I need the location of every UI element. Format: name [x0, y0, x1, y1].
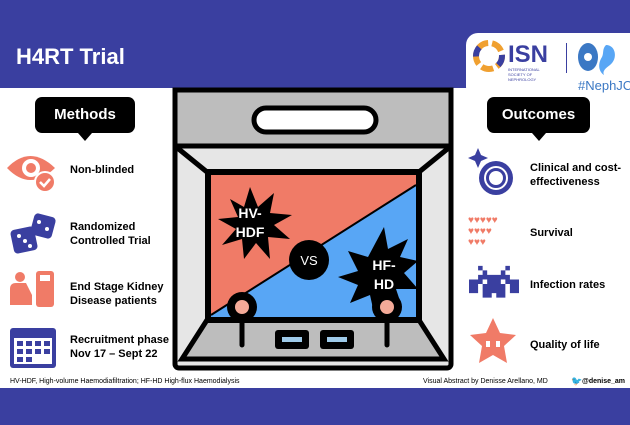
- coin-sparkle-icon: [468, 148, 513, 195]
- coin-slot: [251, 105, 379, 135]
- kidney-icon: [578, 43, 615, 75]
- hf-label: HF-: [372, 257, 396, 273]
- isn-subtitle: INTERNATIONAL SOCIETY OF NEPHROLOGY: [508, 67, 540, 82]
- hv-label: HV-: [238, 205, 262, 221]
- isn-ring-icon: [473, 40, 505, 72]
- star-face-icon: [470, 318, 516, 363]
- credit: Visual Abstract by Denisse Arellano, MD: [423, 378, 548, 385]
- twitter-icon: 🐦: [571, 376, 583, 386]
- arcade-cabinet-illustration: HV- HDF VS HF- HD: [172, 87, 454, 371]
- eye-check-icon: [7, 156, 56, 193]
- page-title: H4RT Trial: [16, 44, 125, 69]
- twitter-handle[interactable]: @denise_am: [582, 378, 626, 385]
- svg-text:♥♥♥: ♥♥♥: [468, 237, 486, 248]
- outcome-infection: Infection rates: [530, 279, 606, 291]
- dice-icon: [10, 213, 56, 254]
- calendar-icon: [10, 328, 56, 368]
- isn-logo: ISN INTERNATIONAL SOCIETY OF NEPHROLOGY …: [466, 33, 630, 99]
- abbreviations-footnote: HV-HDF, High-volume Haemodiafiltration; …: [10, 378, 240, 385]
- vs-label: VS: [300, 253, 318, 268]
- dialysis-patient-icon: [10, 271, 54, 307]
- methods-heading: Methods: [35, 97, 135, 141]
- hearts-icon: ♥♥♥♥♥♥♥♥♥♥♥♥: [468, 215, 498, 248]
- space-invader-icon: [469, 265, 519, 298]
- outcome-survival: Survival: [530, 227, 573, 239]
- outcomes-heading: Outcomes: [487, 97, 590, 141]
- hv-hdf-burst: [218, 187, 292, 259]
- hf-hd-burst: [338, 227, 418, 313]
- isn-name: ISN: [508, 41, 549, 68]
- method-non-blinded: Non-blinded: [70, 164, 135, 176]
- svg-text:♥♥♥♥: ♥♥♥♥: [468, 226, 492, 237]
- hashtag: #NephJC: [578, 78, 630, 93]
- svg-text:♥♥♥♥♥: ♥♥♥♥♥: [468, 215, 498, 226]
- hdf-label: HDF: [236, 224, 265, 240]
- outcome-cost-effectiveness: Clinical and cost-effectiveness: [530, 162, 622, 188]
- outcome-quality-of-life: Quality of life: [530, 339, 600, 351]
- hd-label: HD: [374, 276, 394, 292]
